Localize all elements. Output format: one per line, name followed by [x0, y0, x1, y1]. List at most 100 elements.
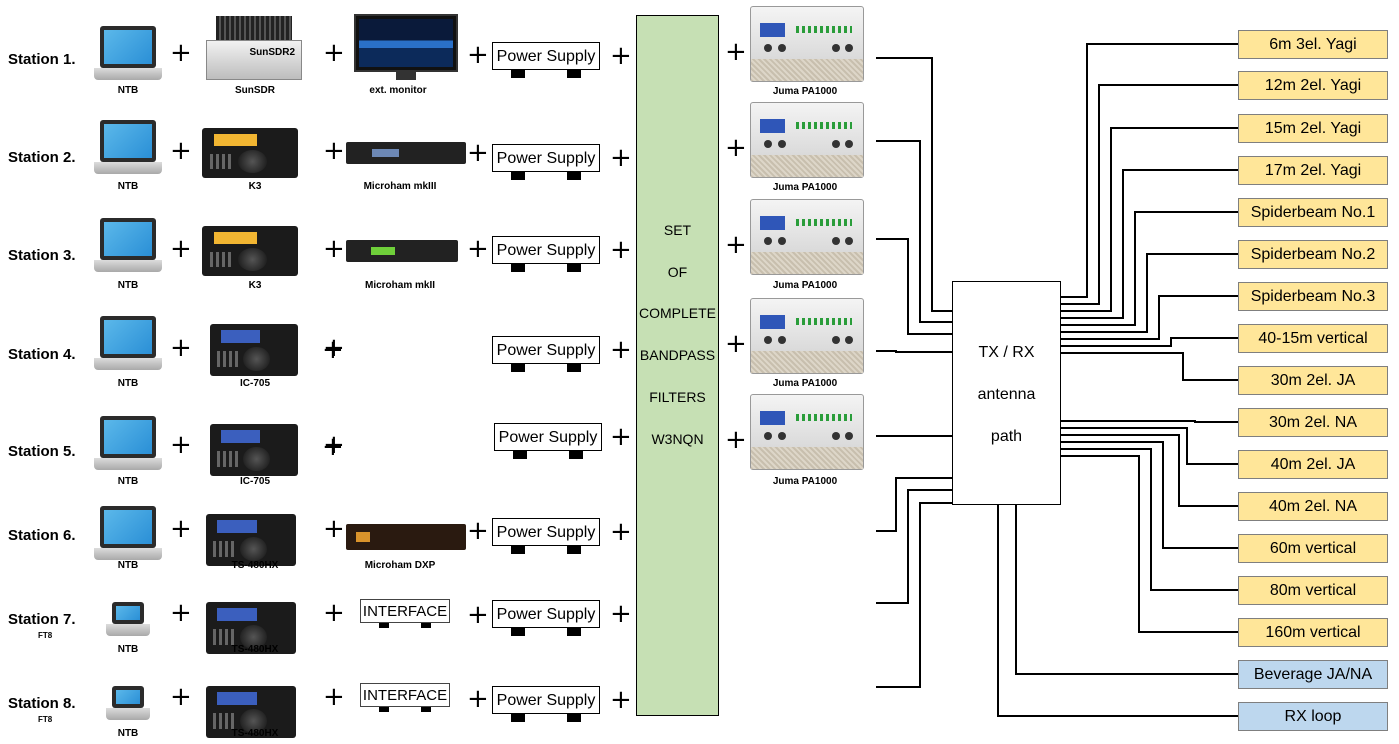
device-caption: Microham DXP	[364, 560, 436, 571]
antenna-feed-wire	[1061, 337, 1238, 347]
station-label: Station 4.	[8, 346, 76, 363]
filter-line-5: FILTERS	[649, 389, 706, 405]
plus-sign: +	[323, 598, 345, 628]
device-caption: Microham mkIII	[363, 181, 437, 192]
antenna-feed-wire	[1061, 43, 1238, 298]
plus-sign: +	[170, 333, 192, 363]
device-caption: TS-480HX	[231, 728, 279, 739]
device-caption: IC-705	[239, 476, 271, 487]
antenna-box-3: 15m 2el. Yagi	[1238, 114, 1388, 143]
plus-sign: +	[323, 234, 345, 264]
plus-sign: +	[170, 234, 192, 264]
antenna-feed-wire	[1061, 295, 1238, 340]
amp-feed-wire	[876, 502, 952, 688]
antenna-feed-wire	[1061, 427, 1238, 465]
power-supply-box: Power Supply	[492, 236, 600, 272]
power-supply-box: Power Supply	[494, 423, 602, 459]
device-caption: NTB	[117, 378, 139, 389]
antenna-box-2: 12m 2el. Yagi	[1238, 71, 1388, 100]
rx-feed-wire	[997, 505, 1238, 717]
station-label: Station 2.	[8, 149, 76, 166]
laptop-icon	[94, 416, 162, 470]
power-supply-box: Power Supply	[492, 42, 600, 78]
device-caption: ext. monitor	[369, 85, 427, 96]
power-supply-label: Power Supply	[496, 606, 596, 623]
laptop-icon	[94, 316, 162, 370]
power-supply-box: Power Supply	[492, 686, 600, 722]
laptop-icon	[106, 686, 150, 720]
antenna-box-12: 40m 2el. NA	[1238, 492, 1388, 521]
antenna-box-11: 40m 2el. JA	[1238, 450, 1388, 479]
filter-line-1: SET	[663, 222, 692, 238]
filter-line-6: W3NQN	[651, 431, 704, 447]
laptop-icon	[94, 26, 162, 80]
plus-sign: +	[610, 235, 632, 265]
filter-line-2: OF	[667, 264, 688, 280]
plus-sign: +	[170, 136, 192, 166]
plus-sign: +	[725, 230, 747, 260]
device-caption: NTB	[117, 476, 139, 487]
antenna-box-7: Spiderbeam No.3	[1238, 282, 1388, 311]
rx-feed-wire	[1015, 505, 1238, 675]
plus-sign: +	[610, 335, 632, 365]
laptop-icon	[94, 218, 162, 272]
filter-line-4: BANDPASS	[639, 347, 716, 363]
power-supply-label: Power Supply	[496, 150, 596, 167]
station-label: Station 1.	[8, 51, 76, 68]
ic705-radio-icon	[210, 324, 298, 376]
power-supply-label: Power Supply	[498, 429, 598, 446]
plus-sign: +	[467, 516, 489, 546]
device-caption: TS-480HX	[231, 644, 279, 655]
k3-radio-icon	[202, 226, 298, 276]
device-caption: Juma PA1000	[772, 182, 838, 193]
amplifier-icon	[750, 6, 864, 82]
plus-sign: +	[170, 38, 192, 68]
amplifier-icon	[750, 199, 864, 275]
plus-sign: +	[323, 136, 345, 166]
station-mode-label: FT8	[38, 631, 53, 640]
sunsdr-radio-icon: SunSDR2	[206, 16, 302, 80]
plus-sign: +	[467, 234, 489, 264]
plus-sign: +	[610, 599, 632, 629]
sunsdr-badge: SunSDR2	[249, 47, 295, 58]
power-supply-label: Power Supply	[496, 242, 596, 259]
ic705-radio-icon	[210, 424, 298, 476]
plus-sign: +	[610, 41, 632, 71]
plus-sign: +	[725, 133, 747, 163]
plus-sign: +	[725, 329, 747, 359]
antenna-box-9: 30m 2el. JA	[1238, 366, 1388, 395]
power-supply-label: Power Supply	[496, 692, 596, 709]
power-supply-label: Power Supply	[496, 48, 596, 65]
plus-sign: +	[323, 682, 345, 712]
device-caption: SunSDR	[235, 85, 275, 96]
device-caption: NTB	[117, 644, 139, 655]
device-caption: TS-480HX	[231, 560, 279, 571]
device-caption: Microham mkII	[364, 280, 436, 291]
antenna-box-15: 160m vertical	[1238, 618, 1388, 647]
interface-label: INTERFACE	[362, 603, 448, 620]
power-supply-box: Power Supply	[492, 336, 600, 372]
plus-sign: +	[323, 514, 345, 544]
amp-feed-wire	[876, 350, 952, 353]
antenna-box-1: 6m 3el. Yagi	[1238, 30, 1388, 59]
interface-box-icon	[346, 240, 458, 262]
ts480-radio-icon	[206, 602, 296, 654]
amp-feed-wire	[876, 57, 952, 312]
ts480-radio-icon	[206, 686, 296, 738]
power-supply-label: Power Supply	[496, 524, 596, 541]
plus-sign: +	[610, 422, 632, 452]
plus-sign: +	[170, 514, 192, 544]
plus-sign: +	[467, 684, 489, 714]
laptop-icon	[94, 506, 162, 560]
plus-sign: +	[323, 333, 345, 363]
station-label: Station 5.	[8, 443, 76, 460]
antenna-feed-wire	[1061, 420, 1238, 423]
antenna-feed-wire	[1061, 253, 1238, 333]
amp-feed-wire	[876, 477, 952, 532]
antenna-feed-wire	[1061, 211, 1238, 326]
power-supply-box: Power Supply	[492, 518, 600, 554]
laptop-icon	[94, 120, 162, 174]
power-supply-box: Power Supply	[492, 144, 600, 180]
plus-sign: +	[322, 432, 344, 462]
